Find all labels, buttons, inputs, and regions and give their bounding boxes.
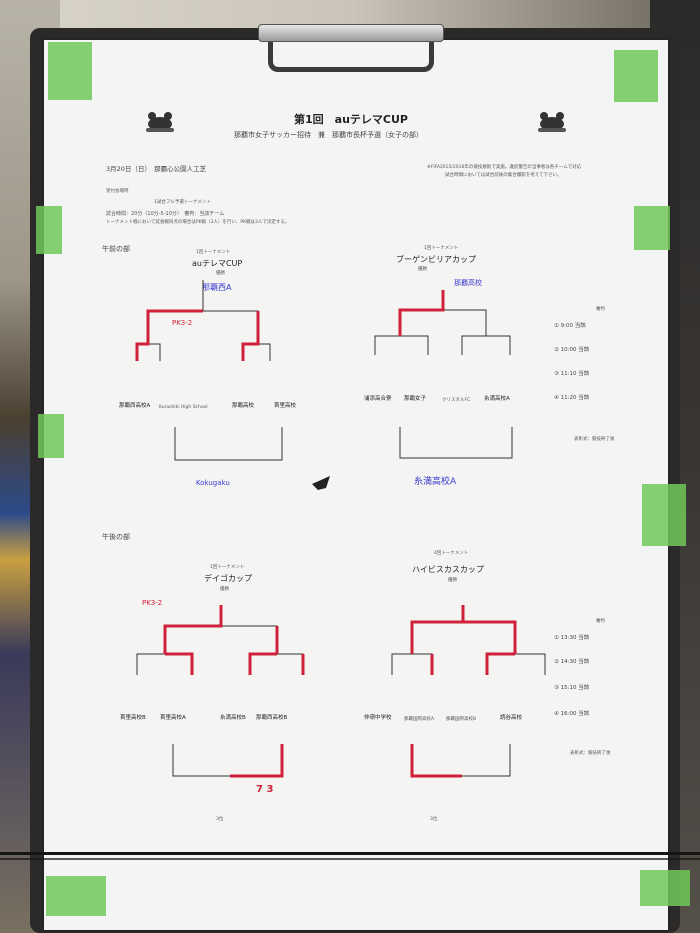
am-schedule-label: 審判: [596, 307, 605, 312]
hw-am-left-third: Kokugaku: [196, 479, 230, 487]
pm-schedule-row-4: ④ 16:00 当該: [554, 711, 590, 717]
tape-bottom-right: [640, 870, 690, 906]
am-right-team-1: 浦添高合寮: [364, 396, 392, 402]
pm-right-team-3: 那覇国際高校B: [446, 717, 477, 722]
pm-left-team-3: 糸満高校B: [220, 715, 246, 721]
hw-pm-left-note: PK3-2: [142, 599, 163, 607]
tape-left-2: [38, 414, 64, 458]
pm-schedule-row-2: ② 14:30 当該: [554, 659, 590, 665]
hw-am-left-winner: 那覇西A: [202, 283, 232, 292]
rubber-band-2: [0, 858, 700, 860]
logo-left-icon: [142, 110, 178, 134]
format-note: 1試合フル予選トーナメント: [154, 200, 211, 205]
logo-right-icon: [534, 110, 570, 134]
document-title: 第1回 auテレマCUP: [294, 113, 408, 126]
pm-left-third-label: 3位: [216, 817, 224, 822]
pm-right-name: ハイビスカスカップ: [412, 565, 484, 574]
tape-top-left: [48, 42, 92, 100]
tape-bottom-left: [46, 876, 106, 916]
top-right-note-2: 試合時間においては試合前後の集合撮影を考えて下さい。: [427, 173, 562, 178]
am-left-team-2: 那覇高校: [232, 403, 255, 409]
pm-left-winner-label: 優勝: [220, 587, 229, 592]
rule-note: トーナメント戦において延長戦同点の場合はPK戦（3人）を行い、PK戦は3人で決定…: [106, 220, 290, 225]
pm-left-name: デイゴカップ: [204, 574, 252, 583]
section-am: 午前の部: [102, 245, 130, 253]
am-schedule-row-3: ③ 11:10 当該: [554, 371, 590, 377]
am-left-team-1: 那覇西高校A: [119, 403, 151, 409]
am-left-winner-label: 優勝: [216, 271, 225, 276]
section-pm: 午後の部: [102, 533, 130, 541]
pm-right-team-4: 読谷高校: [500, 715, 523, 721]
hw-am-right-third: 糸満高校A: [414, 477, 457, 487]
am-right-team-3: クリスタルFC: [442, 398, 471, 403]
pm-right-team-1: 仲嶺中学校: [364, 715, 392, 721]
am-right-winner-label: 優勝: [418, 267, 427, 272]
am-right-team-4: 糸満高校A: [484, 396, 510, 402]
pm-schedule-label: 審判: [596, 619, 605, 624]
am-left-team-note: Kurashiki High School: [159, 405, 208, 410]
tape-right-2: [642, 484, 686, 546]
reception: 受付会場時: [106, 189, 129, 194]
am-schedule-row-2: ② 10:00 当該: [554, 347, 590, 353]
pm-right-team-2: 那覇国際高校A: [404, 717, 435, 722]
am-left-name: auテレマCUP: [192, 259, 243, 268]
am-right-name: ブーゲンビリアカップ: [396, 255, 476, 264]
am-left-kind: 1回トーナメント: [196, 250, 231, 255]
clip-bar: [258, 24, 444, 42]
date-venue: 3月20日（日） 那覇心公園人工芝: [106, 165, 207, 173]
hw-am-left-note: PK3-2: [172, 319, 193, 327]
pm-left-kind: 1回トーナメント: [210, 565, 245, 570]
pm-left-team-2: 首里高校A: [160, 715, 186, 721]
pm-right-winner-label: 優勝: [448, 578, 457, 583]
pm-schedule-row-1: ① 13:30 当該: [554, 635, 590, 641]
document-subtitle: 那覇市女子サッカー招待 兼 那覇市長杯予選（女子の部）: [234, 131, 423, 139]
clip-loop: [268, 32, 434, 72]
rubber-band: [0, 852, 700, 855]
tape-mid-left: [36, 206, 62, 254]
tournament-sheet: 第1回 auテレマCUP 那覇市女子サッカー招待 兼 那覇市長杯予選（女子の部）…: [44, 40, 668, 930]
am-left-team-3: 首里高校: [274, 403, 297, 409]
am-right-team-2: 那覇女子: [404, 396, 427, 402]
pm-right-kind: 4回トーナメント: [434, 551, 469, 556]
pm-right-third-label: 3位: [430, 817, 438, 822]
clipboard-clip: [258, 18, 444, 74]
tape-mid-right: [634, 206, 670, 250]
hw-pm-left-final-score: 7 3: [256, 784, 274, 795]
pm-left-team-1: 首里高校B: [120, 715, 146, 721]
top-right-note: ※FIFA2015/2016年の競技規則で実施。違反警告の当事者は各チームで対応: [427, 165, 582, 170]
hw-am-right-winner: 那覇高校: [454, 279, 482, 287]
tape-top-right: [614, 50, 658, 102]
am-schedule-footer: 表彰式：競技終了後: [574, 437, 615, 442]
pm-schedule-row-3: ③ 15:10 当該: [554, 685, 590, 691]
pm-left-team-4: 那覇西高校B: [256, 715, 288, 721]
match-time-row: 試合時間：20分（10分-5-10分） 審判：当該チーム: [106, 211, 225, 217]
am-right-kind: 1回トーナメント: [424, 246, 459, 251]
pm-schedule-footer: 表彰式：競技終了後: [570, 751, 611, 756]
am-schedule-row-1: ① 9:00 当該: [554, 323, 586, 329]
am-schedule-row-4: ④ 11:20 当該: [554, 395, 590, 401]
